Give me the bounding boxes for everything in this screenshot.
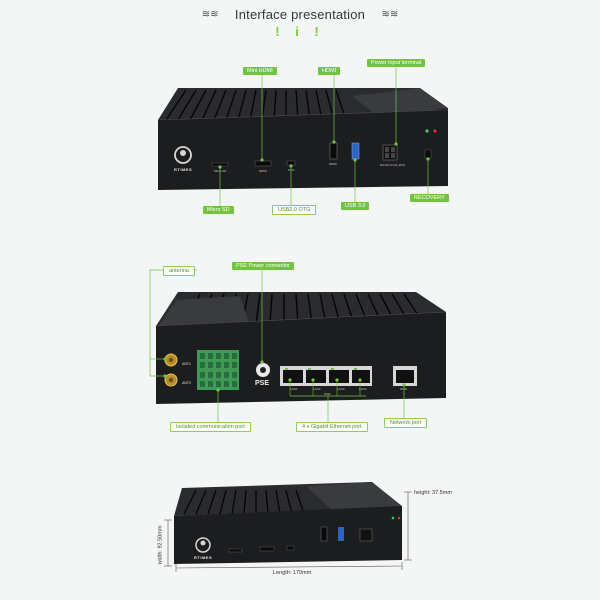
exclamation-decoration: ! i ! — [275, 24, 325, 39]
caption-lan3: LAN3 — [337, 387, 345, 391]
label-usb3: USB 3.0 — [341, 202, 370, 210]
caption-lan2: LAN2 — [313, 387, 321, 391]
dimension-view-device — [174, 482, 402, 564]
caption-ant2: ANT2 — [182, 381, 191, 385]
label-recovery: RECOVERY — [410, 194, 449, 202]
label-gigabit-ethernet: 4 x Gigabit Ethernet port — [296, 422, 368, 432]
label-isolated-communication-port: Isolated communication port — [170, 422, 251, 432]
caption-micro-sd: Micro SD — [214, 169, 227, 173]
caption-lan4: LAN4 — [359, 387, 367, 391]
label-micro-sd: Micro SD — [203, 206, 234, 214]
caption-poe: POE — [324, 392, 331, 396]
caption-otg: OTG — [288, 168, 295, 172]
dimension-width: width: 92.50mm — [157, 525, 164, 565]
caption-dc-in: DC12V IN (9~19V) — [380, 163, 406, 167]
wave-decoration-right: ≋≋ — [381, 9, 399, 21]
page-title: Interface presentation — [234, 7, 366, 22]
page-heading: ≋≋ Interface presentation ≋≋ — [0, 6, 600, 24]
caption-lan1: LAN1 — [290, 387, 298, 391]
dimension-height: height: 37.5mm — [414, 490, 452, 496]
label-mini-hdmi: Mini HDMI — [243, 67, 277, 75]
caption-ant1: ANT1 — [182, 362, 191, 366]
wave-decoration-left: ≋≋ — [201, 9, 219, 21]
front-view-device — [157, 88, 449, 190]
caption-wan: WAN — [400, 387, 407, 391]
label-antenna: antenna — [163, 266, 195, 276]
brand-logo-text: RTIMES — [174, 167, 193, 172]
caption-pse: PSE — [255, 380, 270, 387]
rear-view-device — [155, 292, 447, 404]
label-pse-power-connector: PSE Power connector — [232, 262, 294, 270]
label-hdmi: HDMI — [318, 67, 341, 75]
label-usb2-otg: USB2.0 OTG — [272, 205, 317, 215]
dimension-length: Length: 170mm — [273, 570, 312, 576]
brand-logo-text-small: RTIMES — [194, 555, 213, 560]
label-network-port: Network port — [384, 418, 428, 428]
label-power-input-terminal: Power input terminal — [367, 59, 426, 67]
caption-mini-hdmi: HDMI — [259, 169, 267, 173]
caption-hdmi: HDMI — [329, 162, 337, 166]
